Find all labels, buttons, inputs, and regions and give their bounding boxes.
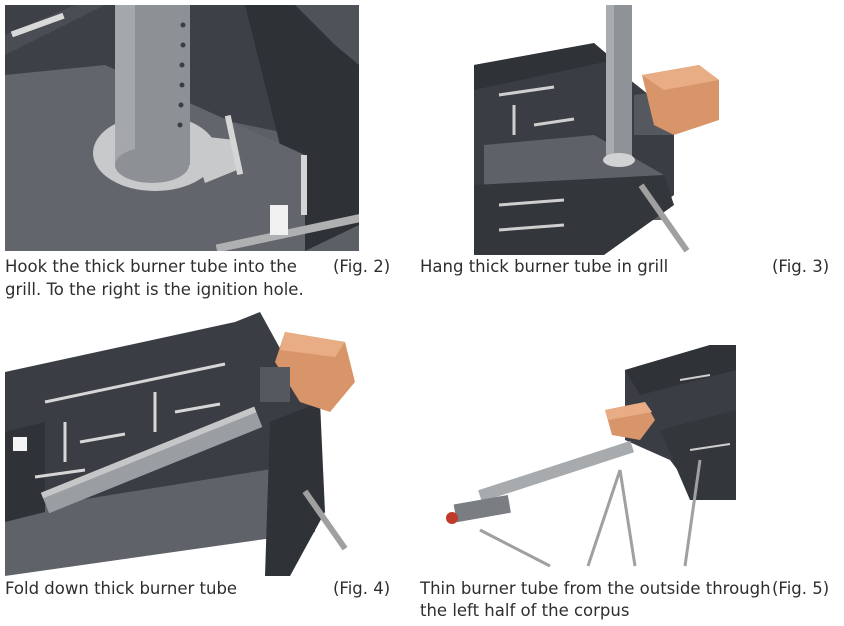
figure-4-image — [5, 312, 359, 576]
figure-2-caption-line-2: grill. To the right is the ignition hole… — [5, 280, 304, 299]
figure-4-label: (Fig. 4) — [333, 579, 391, 598]
figure-5-caption-line-1: Thin burner tube from the outside throug… — [420, 579, 771, 598]
figure-2-label: (Fig. 2) — [333, 257, 391, 276]
figure-5-caption-line-2: the left half of the corpus — [420, 601, 630, 620]
figure-3-label: (Fig. 3) — [772, 257, 830, 276]
figure-5-label: (Fig. 5) — [772, 579, 830, 598]
figure-2-image — [5, 5, 359, 251]
figure-3-image — [474, 5, 724, 255]
figure-2-caption-line-1: Hook the thick burner tube into the — [5, 257, 297, 276]
figure-3-caption-line-1: Hang thick burner tube in grill — [420, 257, 669, 276]
figure-5-image — [440, 340, 740, 570]
figure-4-caption-line-1: Fold down thick burner tube — [5, 579, 238, 598]
